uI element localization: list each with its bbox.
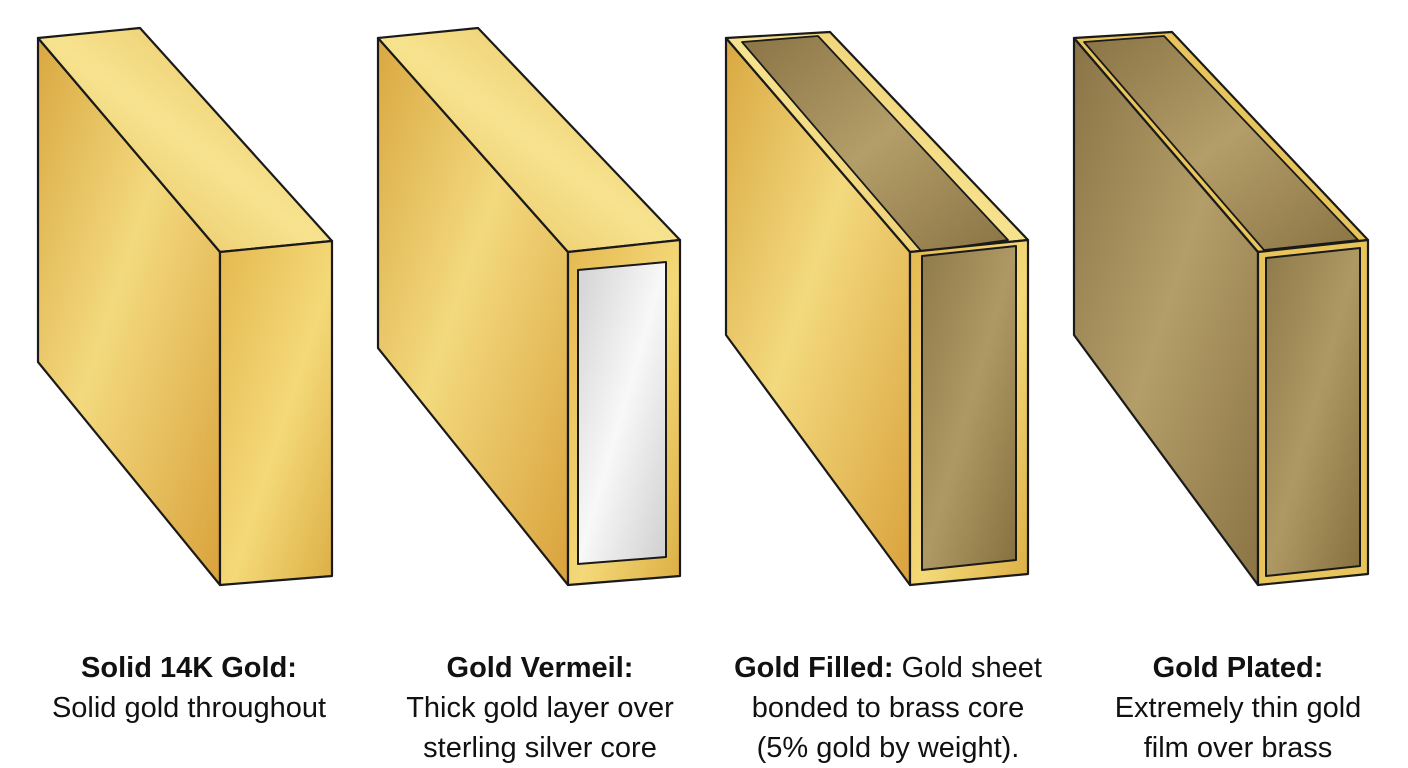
plated-brass-core xyxy=(1265,247,1361,577)
solid-front-face xyxy=(218,239,334,587)
gold-blocks-illustration xyxy=(36,26,1370,587)
caption-gold-filled-line-2: (5% gold by weight). xyxy=(756,732,1020,764)
block-solid-gold xyxy=(36,26,334,587)
caption-solid-gold-line-1: Solid gold throughout xyxy=(51,692,327,724)
caption-solid-gold-label: Solid 14K Gold: xyxy=(81,652,297,684)
filled-brass-core xyxy=(921,245,1017,571)
caption-gold-filled: Gold Filled: Gold sheet bonded to brass … xyxy=(718,648,1058,768)
caption-gold-filled-label: Gold Filled: xyxy=(734,652,894,684)
caption-solid-gold: Solid 14K Gold: Solid gold throughout xyxy=(19,648,359,728)
vermeil-silver-core xyxy=(577,261,667,565)
block-gold-vermeil xyxy=(376,26,682,587)
caption-gold-plated-label: Gold Plated: xyxy=(1152,652,1324,684)
filled-top-brass-core xyxy=(741,35,1009,253)
caption-gold-plated-line-2: film over brass xyxy=(1143,732,1333,764)
caption-gold-filled-inline: Gold sheet xyxy=(893,652,1042,684)
caption-gold-vermeil-label: Gold Vermeil: xyxy=(446,652,634,684)
caption-gold-vermeil: Gold Vermeil: Thick gold layer over ster… xyxy=(370,648,710,768)
block-gold-plated xyxy=(1072,30,1370,587)
caption-gold-plated-line-1: Extremely thin gold xyxy=(1114,692,1362,724)
caption-gold-filled-line-1: bonded to brass core xyxy=(751,692,1025,724)
caption-gold-vermeil-line-1: Thick gold layer over xyxy=(406,692,674,724)
caption-gold-plated: Gold Plated: Extremely thin gold film ov… xyxy=(1068,648,1408,768)
block-gold-filled xyxy=(724,30,1030,587)
caption-gold-vermeil-line-2: sterling silver core xyxy=(423,732,657,764)
